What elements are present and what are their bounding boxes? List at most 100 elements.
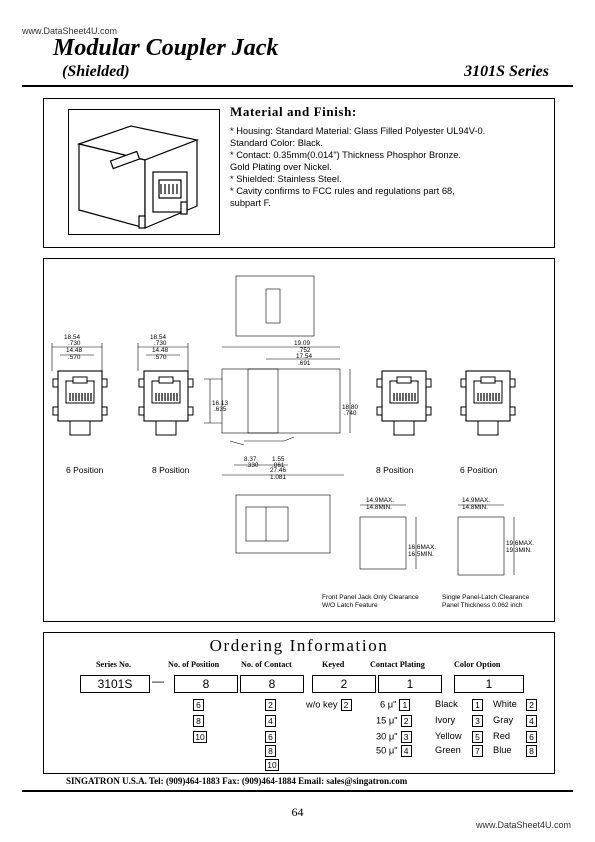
plating-option: 6 μ"1 [380,699,411,711]
dim-text: 14.9MAX. [366,497,394,504]
color-name: Gray [493,715,514,726]
material-line: Standard Color: Black. [230,138,324,148]
position-field[interactable]: 8 [174,675,238,693]
color-field[interactable]: 1 [454,675,524,693]
watermark-top: www.DataSheet4U.com [22,26,118,36]
dim-text: 1.081 [270,474,286,481]
watermark-bottom: www.DataSheet4U.com [475,820,571,830]
header-contact: No. of Contact [241,660,292,669]
front-view-6pos-left [52,370,108,436]
dim-text: .061 [272,462,285,469]
position-label: 6 Position [66,465,104,475]
color-name: Red [493,731,511,742]
dim-text: .635 [214,406,227,413]
dim-text: .752 [298,347,311,354]
material-line: * Contact: 0.35mm(0.014") Thickness Phos… [230,150,462,160]
plating-label: 30 μ" [376,731,398,742]
clearance-note: Panel Thickness 0.062 inch [442,602,523,609]
color-code: 6 [526,731,537,743]
header-color: Color Option [454,660,501,669]
dim-text: .691 [298,360,311,367]
dim-text: 14.8MIN. [462,504,488,511]
dim-text: .570 [68,354,81,361]
contact-field[interactable]: 8 [240,675,304,693]
dash-separator: — [152,674,164,688]
material-section: Material and Finish: * Housing: Standard… [43,98,555,248]
plating-label: 6 μ" [380,699,397,710]
series-field[interactable]: 3101S [80,675,150,693]
dim-text: 27.46 [270,467,286,474]
header-keyed: Keyed [322,660,345,669]
keyed-field[interactable]: 2 [312,675,376,693]
dim-text: 16.13 [212,400,228,407]
plating-option: 15 μ"2 [376,715,412,727]
dim-text: 18.80 [342,404,358,411]
position-label: 8 Position [152,465,190,475]
color-code: 1 [472,699,483,711]
color-code: 2 [526,699,537,711]
dim-text: 14.9MAX. [462,497,490,504]
drawing-canvas: 18.54 .730 14.48 .570 18.54 .730 14.48 .… [51,275,534,609]
material-line: * Housing: Standard Material: Glass Fill… [230,126,486,136]
clearance-note: Front Panel Jack Only Clearance [322,594,419,601]
material-title: Material and Finish: [230,104,357,119]
dim-text: .570 [154,354,167,361]
dim-text: 16.5MIN. [408,551,434,558]
position-option: 6 [193,699,204,711]
header-rule [22,85,573,87]
front-view-6pos-right [460,370,516,436]
position-label: 8 Position [376,465,414,475]
position-option: 8 [193,715,204,727]
plating-code: 4 [400,745,412,757]
page-subtitle: (Shielded) [62,63,130,80]
material-line: * Shielded: Stainless Steel. [230,174,342,184]
material-list: * Housing: Standard Material: Glass Fill… [230,125,485,209]
page-number: 64 [291,805,304,819]
color-name: Yellow [435,731,462,742]
header-plating: Contact Plating [370,660,425,669]
contact-option: 2 [265,699,276,711]
clearance-note: Single Panel-Latch Clearance [442,594,530,601]
contact-option: 10 [265,759,279,771]
plating-code: 2 [400,715,412,727]
color-option-row: Yellow 5 Red 6 [435,731,537,743]
contact-option: 6 [265,731,276,743]
footer-rule [22,790,573,792]
dim-text: 14.48 [152,347,168,354]
material-line: Gold Plating over Nickel. [230,162,332,172]
dim-text: 1.55 [272,456,285,463]
plating-option: 50 μ"4 [376,745,412,757]
keyed-code: 2 [340,699,352,711]
dim-text: 19.3MIN. [506,547,532,554]
dim-text: 18.54 [64,334,80,341]
contact-footer: SINGATRON U.S.A. Tel: (909)464-1883 Fax:… [66,776,408,786]
series-label: 3101S Series [464,63,549,80]
dim-text: .330 [246,462,259,469]
contact-option: 8 [265,745,276,757]
material-line: * Cavity confirms to FCC rules and regul… [230,186,455,196]
dim-text: 8.37 [244,456,257,463]
color-name: Blue [493,745,512,756]
dim-text: .730 [154,340,167,347]
front-view-8pos-left [138,370,194,436]
ordering-section: Ordering Information Series No. No. of P… [43,632,555,774]
technical-drawing: 18.54 .730 14.48 .570 18.54 .730 14.48 .… [43,258,555,622]
plating-option: 30 μ"3 [376,731,412,743]
color-name: Green [435,745,461,756]
plating-field[interactable]: 1 [378,675,442,693]
plating-label: 50 μ" [376,745,398,756]
ordering-title: Ordering Information [209,636,389,655]
contact-option: 4 [265,715,276,727]
color-code: 4 [526,715,537,727]
material-line: subpart F. [230,198,271,208]
dim-text: 19.6MAX. [506,540,534,547]
coupler-jack-icon [76,125,200,229]
color-code: 5 [472,731,483,743]
dim-text: 14.8MIN. [366,504,392,511]
clearance-note: W/O Latch Feature [322,602,378,609]
color-name: White [493,699,517,710]
